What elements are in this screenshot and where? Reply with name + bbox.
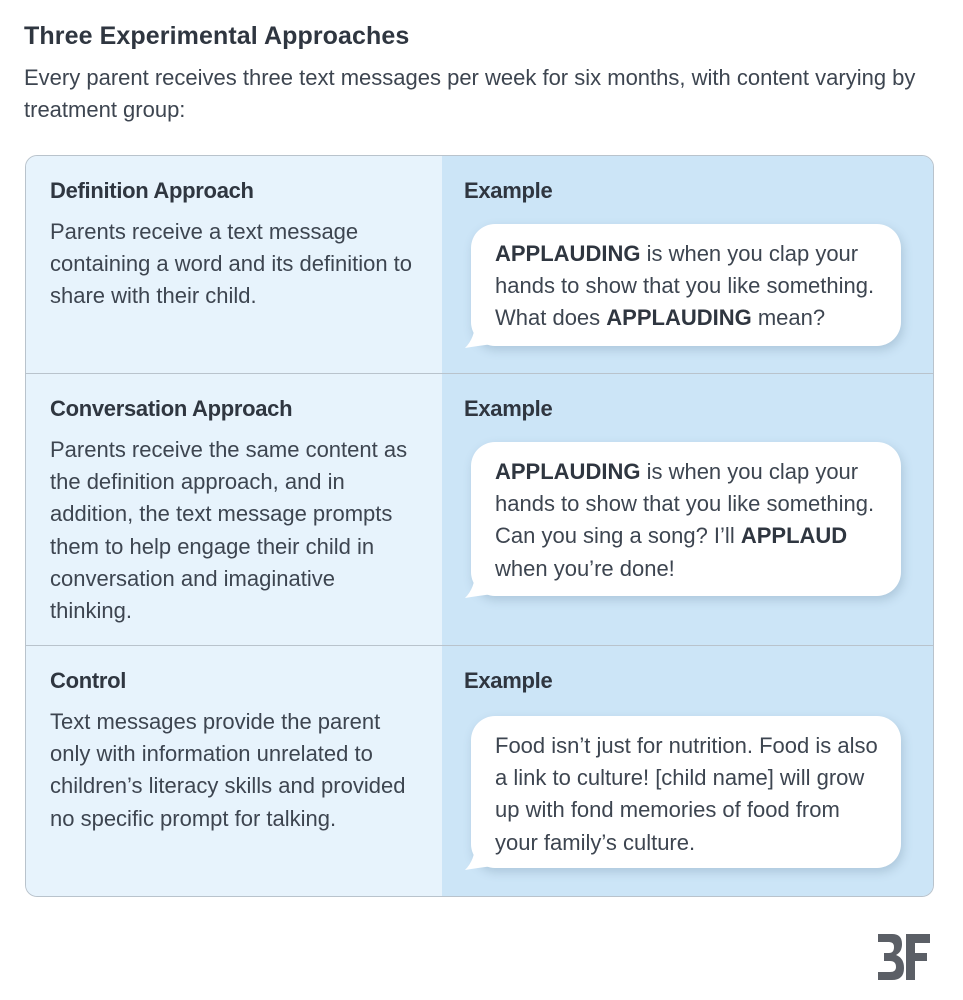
message-keyword: APPLAUD (740, 523, 848, 549)
approaches-table: Definition Approach Parents receive a te… (25, 155, 934, 897)
message-bubble: APPLAUDING is when you clap your hands t… (465, 442, 901, 598)
message-text: APPLAUDING is when you clap your hands t… (495, 459, 874, 581)
message-text: Food isn’t just for nutrition. Food is a… (495, 733, 878, 855)
table-row-conversation: Conversation Approach Parents receive th… (26, 373, 933, 646)
approach-description: Parents receive the same content as the … (50, 437, 408, 624)
message-keyword: APPLAUDING (606, 305, 752, 331)
table-row-control: Control Text messages provide the parent… (26, 645, 933, 896)
message-segment: Food isn’t just for nutrition. Food is a… (495, 733, 878, 855)
approach-heading: Control (50, 668, 127, 693)
message-segment: is when you clap your hands to show that… (495, 459, 875, 549)
message-keyword: APPLAUDING (495, 241, 641, 266)
approach-description: Text messages provide the parent only wi… (50, 709, 406, 831)
bf-logo-icon (876, 932, 932, 987)
page-title: Three Experimental Approaches (24, 22, 410, 50)
message-segment: mean? (751, 305, 826, 331)
example-cell: Example Food isn’t just for nutrition. F… (442, 646, 933, 896)
example-label: Example (464, 396, 553, 421)
example-cell: Example APPLAUDING is when you clap your… (442, 374, 933, 646)
message-keyword: APPLAUDING (495, 459, 641, 484)
bf-logo-mark (878, 934, 930, 980)
message-text: APPLAUDING is when you clap your hands t… (495, 241, 874, 330)
message-segment: is when you clap your hands to show that… (495, 241, 875, 331)
example-label: Example (464, 668, 553, 693)
message-bubble: APPLAUDING is when you clap your hands t… (465, 224, 901, 348)
approach-description: Parents receive a text message containin… (50, 219, 413, 309)
bubble-tail-icon (465, 572, 493, 598)
approach-cell: Definition Approach Parents receive a te… (26, 156, 442, 373)
example-cell: Example APPLAUDING is when you clap your… (442, 156, 933, 373)
bubble-tail-icon (465, 322, 493, 348)
bubble-tail-icon (465, 844, 493, 870)
approach-cell: Control Text messages provide the parent… (26, 646, 442, 896)
approach-cell: Conversation Approach Parents receive th… (26, 374, 442, 646)
message-segment: when you’re done! (495, 555, 675, 581)
table-row-definition: Definition Approach Parents receive a te… (26, 156, 933, 373)
approach-heading: Definition Approach (50, 178, 254, 203)
page-intro: Every parent receives three text message… (24, 65, 916, 122)
approach-heading: Conversation Approach (50, 396, 293, 421)
message-bubble: Food isn’t just for nutrition. Food is a… (465, 716, 901, 870)
example-label: Example (464, 178, 553, 203)
